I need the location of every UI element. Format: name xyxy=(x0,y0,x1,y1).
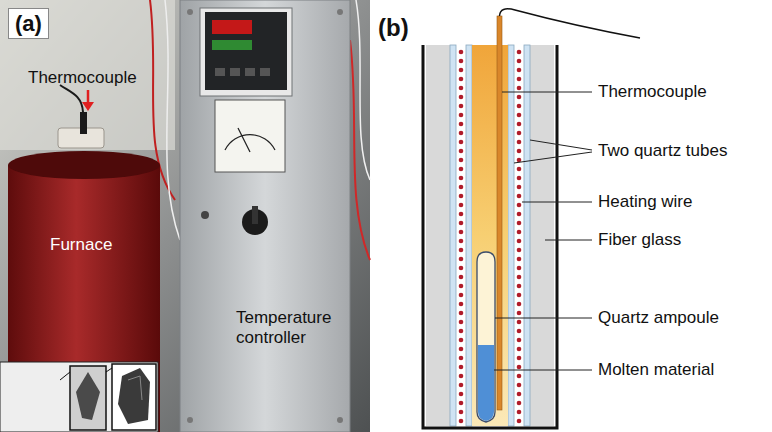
heating-wire-dot xyxy=(459,203,464,208)
heating-wire-dot xyxy=(517,185,522,190)
heating-wire-dot xyxy=(517,401,522,406)
heating-wire-dot xyxy=(459,356,464,361)
heating-wire-dot xyxy=(459,284,464,289)
heating-wire-dot xyxy=(517,149,522,154)
part-label: Temperature controller xyxy=(236,308,340,347)
heating-wire-dot xyxy=(459,410,464,415)
heating-wire-dot xyxy=(459,302,464,307)
heating-wire-dot xyxy=(517,203,522,208)
heating-wire-dot xyxy=(459,275,464,280)
heating-wire-dot xyxy=(459,131,464,136)
heating-wire-dot xyxy=(517,167,522,172)
part-label: Two quartz tubes xyxy=(598,141,727,161)
heating-wire-dot xyxy=(517,410,522,415)
heating-wire-dot xyxy=(517,95,522,100)
heating-wire-dot xyxy=(459,392,464,397)
heating-wire-dot xyxy=(459,239,464,244)
heating-wire-dot xyxy=(517,293,522,298)
heating-wire-dot xyxy=(459,248,464,253)
heating-wire-dot xyxy=(459,140,464,145)
heating-wire-dot xyxy=(517,356,522,361)
heating-wire-dot xyxy=(517,320,522,325)
part-label: Fiber glass xyxy=(598,230,681,250)
heating-wire-dot xyxy=(459,293,464,298)
heating-wire-dot xyxy=(459,221,464,226)
heating-wire-dot xyxy=(459,122,464,127)
heating-wire-dot xyxy=(517,284,522,289)
heating-wire-dot xyxy=(459,86,464,91)
heating-wire-dot xyxy=(459,266,464,271)
heating-wire-dot xyxy=(517,329,522,334)
heating-wire-dot xyxy=(517,275,522,280)
heating-wire-dot xyxy=(517,194,522,199)
heating-wire-dot xyxy=(459,77,464,82)
heating-wire-dot xyxy=(459,167,464,172)
heating-wire-dot xyxy=(517,365,522,370)
heating-wire-dot xyxy=(517,419,522,424)
heating-wire-dot xyxy=(517,374,522,379)
heating-wire-dot xyxy=(459,149,464,154)
heating-wire-dot xyxy=(517,221,522,226)
heating-wire-dot xyxy=(517,131,522,136)
heating-wire-dot xyxy=(459,419,464,424)
heating-wire-dot xyxy=(517,311,522,316)
heating-wire-dot xyxy=(459,50,464,55)
heating-wire-dot xyxy=(517,77,522,82)
part-label: Heating wire xyxy=(598,192,693,212)
heating-wire-dot xyxy=(517,392,522,397)
heating-wire-dot xyxy=(459,212,464,217)
heating-wire-dot xyxy=(517,347,522,352)
heating-wire-dot xyxy=(517,257,522,262)
heating-wire-dot xyxy=(459,383,464,388)
heating-wire-dot xyxy=(517,86,522,91)
heating-wire-dot xyxy=(517,383,522,388)
heating-wire-dot xyxy=(517,338,522,343)
heating-wire-dot xyxy=(459,230,464,235)
heating-wire-dot xyxy=(459,311,464,316)
panel-letter: (a) xyxy=(8,8,49,39)
heating-wire-dot xyxy=(459,113,464,118)
heating-wire-dot xyxy=(459,365,464,370)
heating-wire-dot xyxy=(459,95,464,100)
heating-wire-dot xyxy=(517,176,522,181)
heating-wire-dot xyxy=(459,185,464,190)
panel-letter: (b) xyxy=(378,14,409,42)
heating-wire-dot xyxy=(517,302,522,307)
part-label: Thermocouple xyxy=(598,82,707,102)
heating-wire-dot xyxy=(459,374,464,379)
heating-wire-dot xyxy=(517,230,522,235)
heating-wire-dot xyxy=(517,212,522,217)
leader-lines xyxy=(494,92,592,370)
heating-wire-dot xyxy=(517,50,522,55)
heating-wire-dot xyxy=(459,320,464,325)
heating-wire-dot xyxy=(517,248,522,253)
heating-wire-dot xyxy=(517,113,522,118)
heating-wire-dot xyxy=(517,140,522,145)
heating-wire-dot xyxy=(459,257,464,262)
heating-wire-dot xyxy=(517,266,522,271)
heating-wire-dot xyxy=(459,59,464,64)
heating-wire-dot xyxy=(459,329,464,334)
part-label: Thermocouple xyxy=(28,68,137,88)
heating-wire-dot xyxy=(459,68,464,73)
heating-wire-dot xyxy=(459,158,464,163)
heating-wire-dot xyxy=(517,122,522,127)
heating-wire-dot xyxy=(459,194,464,199)
photo xyxy=(0,0,370,432)
heating-wire-dot xyxy=(459,401,464,406)
heating-wire-dot xyxy=(517,104,522,109)
heating-wire-dot xyxy=(517,239,522,244)
heating-wire-dot xyxy=(517,59,522,64)
heating-wire-dot xyxy=(459,176,464,181)
heating-wire-dot xyxy=(517,68,522,73)
heating-wire-dot xyxy=(459,347,464,352)
part-label: Furnace xyxy=(50,235,112,255)
part-label: Quartz ampoule xyxy=(598,308,719,328)
heating-wire-dot xyxy=(459,104,464,109)
heating-wire-dot xyxy=(459,338,464,343)
part-label: Molten material xyxy=(598,360,714,380)
